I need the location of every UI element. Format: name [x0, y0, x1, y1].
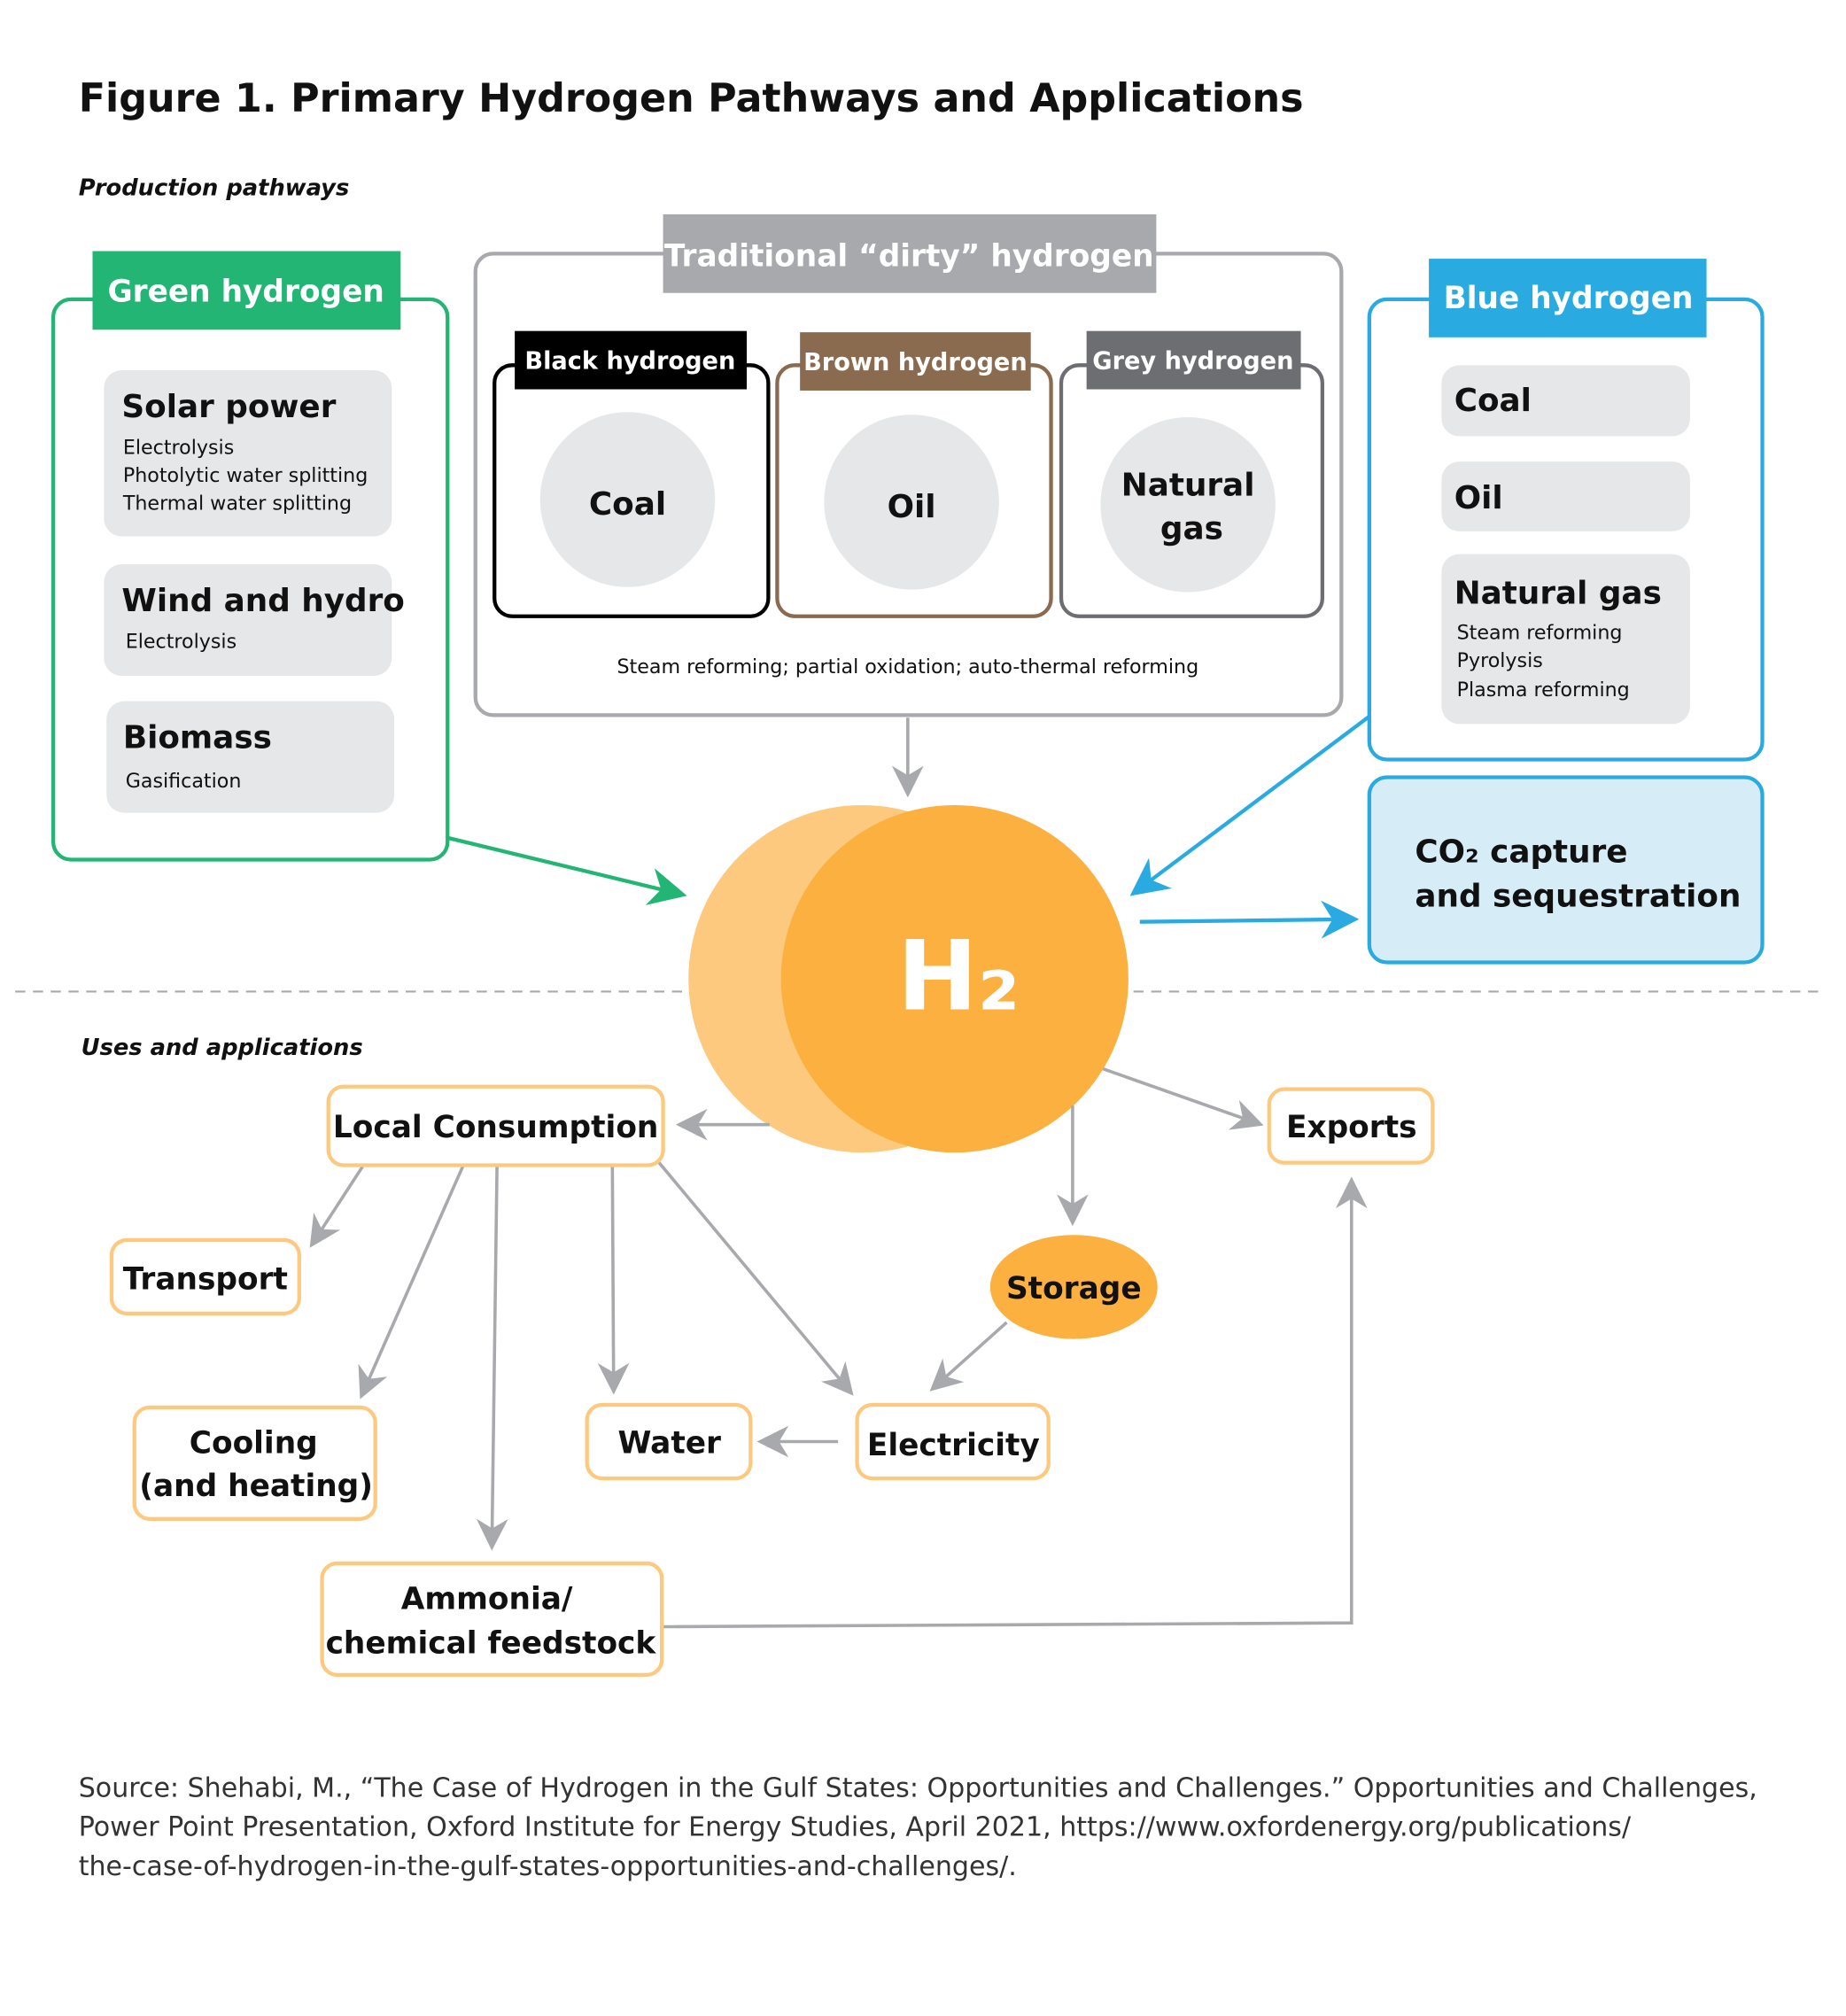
transport-label: Transport	[123, 1262, 288, 1298]
source-note: Power Point Presentation, Oxford Institu…	[79, 1812, 1632, 1843]
green-item-detail: Electrolysis	[126, 631, 237, 654]
blue-item-detail: Plasma reforming	[1457, 678, 1630, 702]
arrow-green-to-h2	[448, 836, 687, 905]
node-storage: Storage	[989, 1235, 1158, 1339]
green-item-name: Solar power	[121, 389, 336, 425]
co2-capture-box: CO₂ capture and sequestration	[1367, 775, 1765, 965]
node-transport: Transport	[109, 1237, 301, 1316]
figure-title: Figure 1. Primary Hydrogen Pathways and …	[79, 76, 1304, 121]
blue-header: Blue hydrogen	[1444, 281, 1694, 316]
green-item-name: Biomass	[123, 720, 272, 756]
cooling-label: (and heating)	[139, 1469, 373, 1504]
blue-item-detail: Steam reforming	[1457, 621, 1623, 644]
grey-source: gas	[1160, 510, 1223, 547]
green-header: Green hydrogen	[107, 275, 384, 310]
blue-item-name: Oil	[1454, 480, 1503, 516]
green-item-name: Wind and hydro	[121, 583, 404, 619]
arrow-h2-to-co2	[1139, 900, 1360, 939]
green-hydrogen-panel: Green hydrogen Solar power Electrolysis …	[50, 251, 450, 862]
source-note: the-case-of-hydrogen-in-the-gulf-states-…	[79, 1851, 1017, 1882]
blue-hydrogen-panel: Blue hydrogen Coal Oil Natural gas Steam…	[1367, 259, 1765, 762]
exports-label: Exports	[1286, 1110, 1417, 1145]
green-item-detail: Photolytic water splitting	[123, 464, 368, 487]
traditional-header: Traditional “dirty” hydrogen	[664, 239, 1154, 275]
traditional-hydrogen-panel: Traditional “dirty” hydrogen Black hydro…	[473, 213, 1344, 717]
blue-item-name: Natural gas	[1454, 575, 1662, 611]
uses-arrows	[309, 1067, 1368, 1629]
node-ammonia: Ammonia/ chemical feedstock	[320, 1561, 664, 1678]
node-cooling: Cooling (and heating)	[132, 1405, 377, 1521]
brown-source: Oil	[888, 489, 936, 525]
ammonia-label: Ammonia/	[401, 1581, 573, 1617]
production-label: Production pathways	[79, 175, 350, 202]
arrow-blue-to-h2	[1129, 715, 1371, 896]
blue-item-detail: Pyrolysis	[1457, 649, 1543, 672]
ammonia-label: chemical feedstock	[326, 1626, 657, 1662]
brown-hydrogen-header: Brown hydrogen	[803, 349, 1028, 376]
source-note: Source: Shehabi, M., “The Case of Hydrog…	[79, 1772, 1757, 1803]
h2-molecule: H₂	[688, 804, 1129, 1153]
green-item-detail: Gasification	[126, 770, 242, 793]
traditional-methods: Steam reforming; partial oxidation; auto…	[617, 655, 1198, 678]
node-electricity: Electricity	[855, 1402, 1051, 1481]
uses-label: Uses and applications	[81, 1035, 363, 1061]
grey-source: Natural	[1121, 468, 1255, 504]
node-exports: Exports	[1267, 1087, 1435, 1165]
blue-item-name: Coal	[1454, 383, 1532, 419]
h2-label: H₂	[897, 919, 1020, 1032]
green-item-detail: Thermal water splitting	[122, 492, 352, 515]
cooling-label: Cooling	[190, 1425, 318, 1461]
node-water: Water	[585, 1402, 753, 1481]
green-item-detail: Electrolysis	[123, 437, 234, 460]
grey-hydrogen-header: Grey hydrogen	[1092, 348, 1293, 376]
electricity-label: Electricity	[867, 1428, 1040, 1463]
storage-label: Storage	[1006, 1271, 1142, 1307]
water-label: Water	[617, 1425, 721, 1461]
co2-label: CO₂ capture	[1415, 834, 1627, 870]
green-header-bg	[92, 251, 401, 330]
co2-label: and sequestration	[1415, 878, 1741, 914]
black-source: Coal	[589, 486, 666, 523]
node-local-consumption: Local Consumption	[326, 1084, 665, 1167]
local-consumption-label: Local Consumption	[333, 1110, 659, 1145]
black-hydrogen-header: Black hydrogen	[524, 348, 735, 376]
